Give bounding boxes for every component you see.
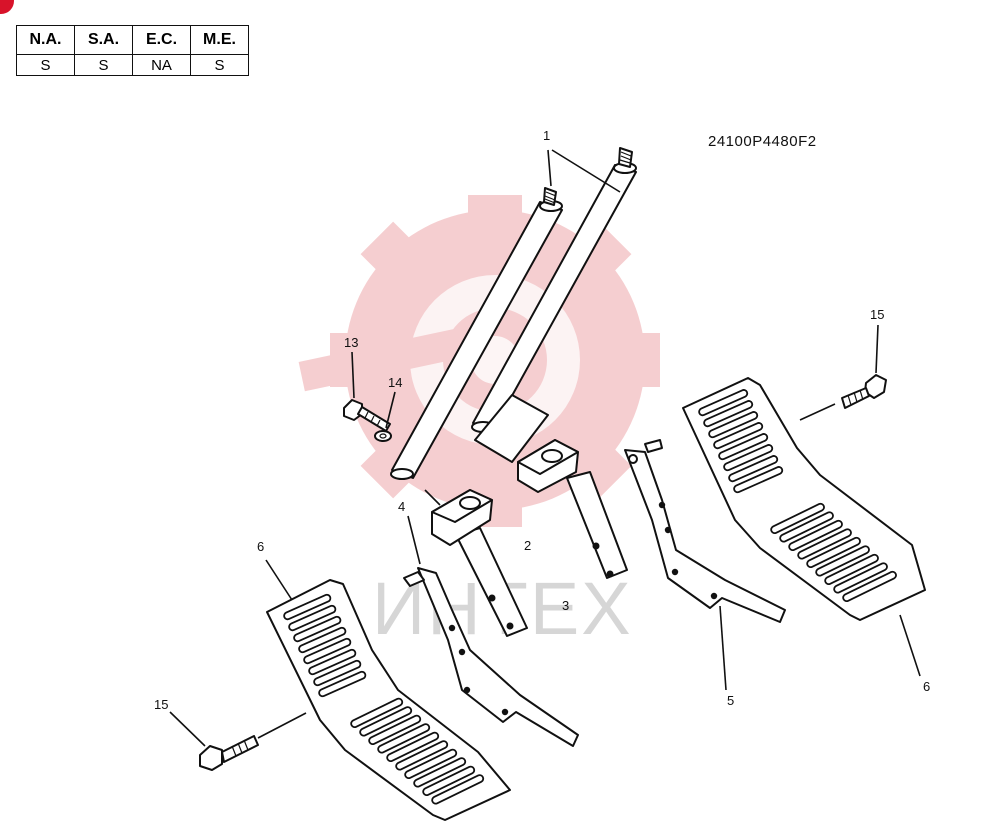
value-ec: NA — [132, 54, 191, 76]
part-arm-4 — [403, 515, 579, 747]
pedal-slot — [713, 422, 764, 450]
availability-value-row: S S NA S — [16, 54, 249, 76]
callout-5: 5 — [727, 693, 734, 708]
part-rods — [390, 147, 637, 480]
pedal-slot — [308, 648, 357, 676]
pedal-slot — [788, 519, 843, 552]
pedal-slot — [395, 740, 449, 771]
pedal-slot — [413, 757, 467, 788]
pedal-slot — [283, 593, 332, 621]
pedal-slot — [833, 562, 888, 594]
header-ec: E.C. — [132, 25, 191, 55]
pedal-slot — [842, 570, 897, 603]
callout-6-right: 6 — [923, 679, 930, 694]
pedal-slot — [824, 553, 879, 586]
header-me: M.E. — [190, 25, 249, 55]
callout-4: 4 — [398, 499, 405, 514]
pedal-slot — [404, 748, 458, 780]
pedal-slot — [377, 723, 431, 754]
callout-14: 14 — [388, 375, 402, 390]
part-bolt-15-right — [841, 324, 887, 409]
pedal-slot — [718, 433, 769, 461]
pedal-slot — [350, 697, 404, 729]
header-na: N.A. — [16, 25, 75, 55]
part-pedal-right — [682, 377, 926, 677]
header-sa: S.A. — [74, 25, 133, 55]
part-arm-5 — [624, 439, 786, 691]
pedal-slot — [293, 615, 342, 643]
callout-15-right: 15 — [870, 307, 884, 322]
pedal-slot — [797, 528, 852, 560]
value-me: S — [190, 54, 249, 76]
pedal-slot — [288, 604, 337, 632]
part-bolt-15-left — [169, 711, 259, 771]
callout-13: 13 — [344, 335, 358, 350]
pedal-slot — [723, 444, 774, 472]
callout-1: 1 — [543, 128, 550, 143]
availability-header-row: N.A. S.A. E.C. M.E. — [16, 25, 249, 55]
pedal-slot — [728, 455, 779, 483]
pedal-slot — [703, 400, 754, 428]
availability-table: N.A. S.A. E.C. M.E. S S NA S — [16, 25, 249, 76]
callout-15-left: 15 — [154, 697, 168, 712]
pedal-slot — [708, 411, 759, 439]
pedal-slot — [313, 659, 362, 687]
pedal-slot — [298, 626, 347, 654]
pedal-slot — [815, 545, 870, 577]
part-nut-14 — [374, 391, 396, 442]
part-pedal-left — [257, 559, 511, 821]
pedal-slot — [368, 714, 422, 746]
pedal-left-slots — [283, 593, 485, 805]
pedal-slot — [422, 765, 476, 797]
pedal-slot — [303, 637, 352, 665]
callout-3: 3 — [562, 598, 569, 613]
part-bracket-3 — [474, 394, 628, 579]
pedal-slot — [318, 670, 367, 698]
pedal-slot — [698, 389, 749, 417]
callout-6-left: 6 — [257, 539, 264, 554]
callout-2: 2 — [524, 538, 531, 553]
pedal-slot — [359, 706, 413, 737]
pedal-slot — [386, 731, 440, 763]
pedal-slot — [733, 466, 784, 494]
pedal-slot — [770, 502, 825, 535]
pedal-slot — [431, 774, 485, 805]
callouts: 1 2 3 4 5 6 6 13 14 15 15 — [154, 128, 930, 712]
drawing-code: 24100P4480F2 — [708, 133, 817, 150]
pedal-slot — [806, 536, 861, 569]
pedal-slot — [779, 511, 834, 543]
part-bolt-13 — [343, 351, 391, 432]
pedal-right-slots — [698, 389, 897, 603]
part-bracket-2 — [424, 489, 528, 637]
